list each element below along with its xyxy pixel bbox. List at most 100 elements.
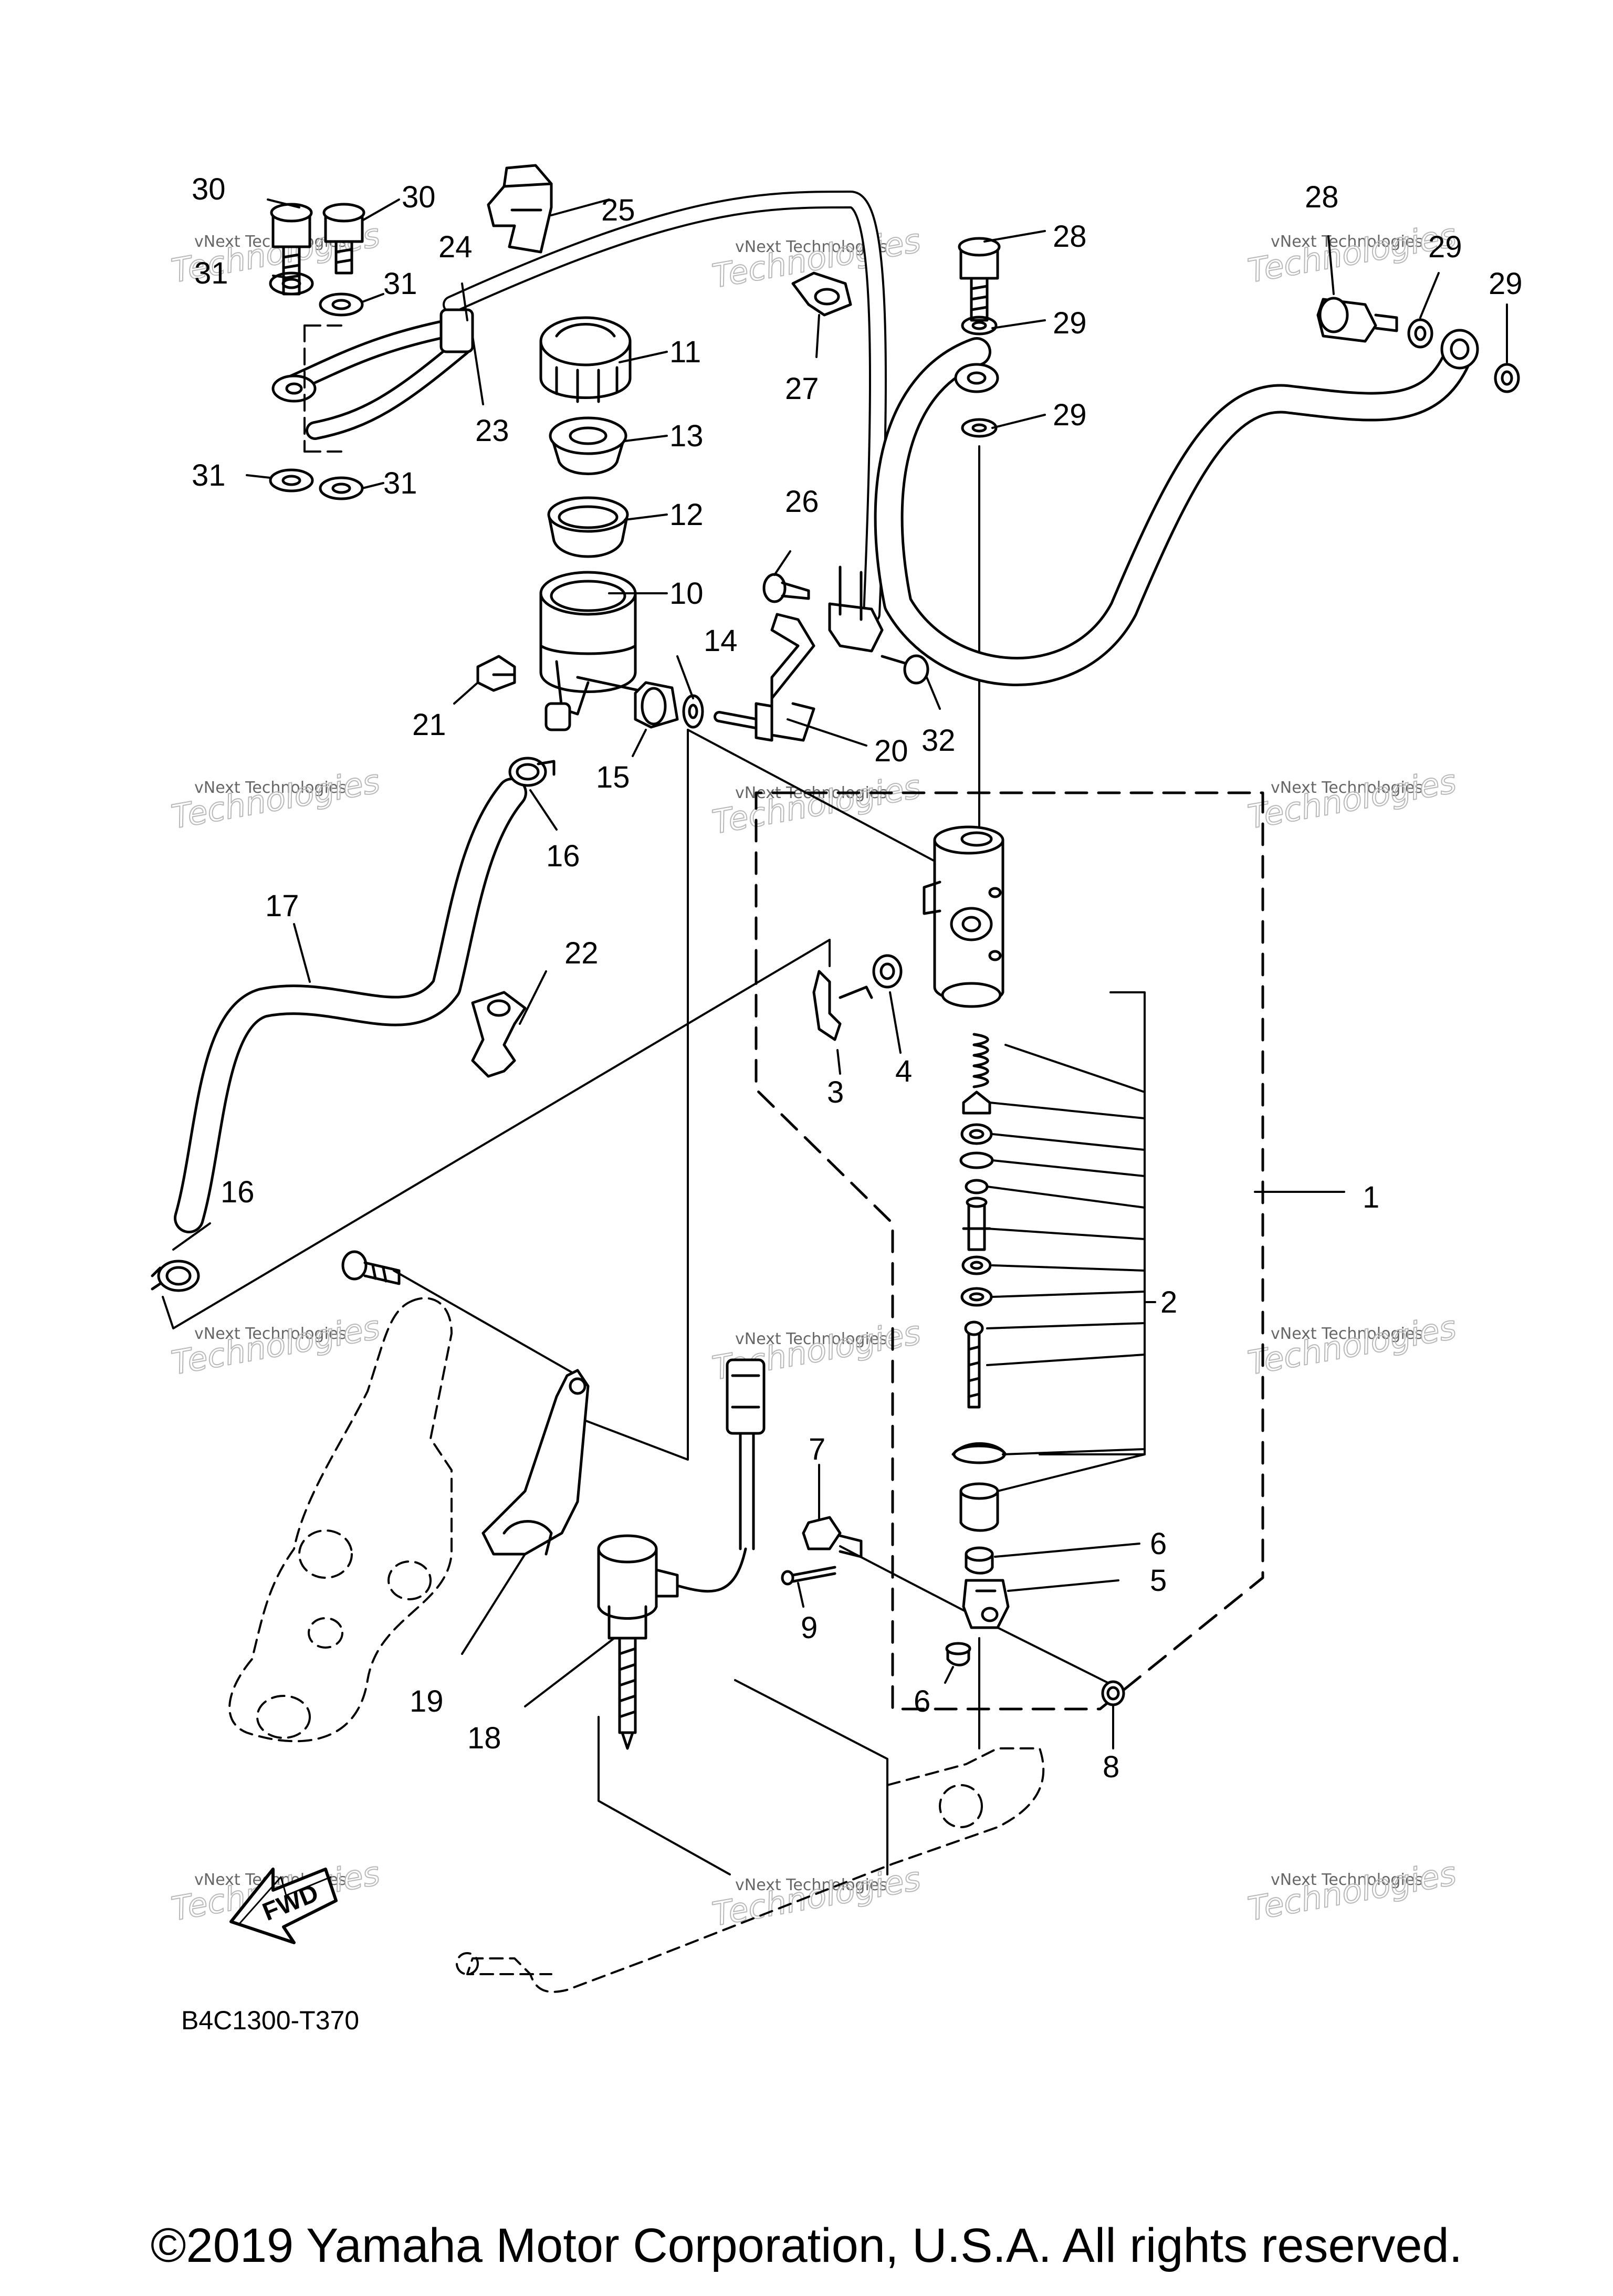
assembly-lines xyxy=(162,445,1146,1875)
washer-31 xyxy=(319,292,364,317)
part-label-26: 26 xyxy=(785,485,819,519)
part-label-29: 29 xyxy=(1428,230,1462,264)
part-label-5: 5 xyxy=(1150,1564,1167,1598)
bolt-30-left xyxy=(270,203,313,296)
leader-lines xyxy=(172,198,1508,1749)
part-label-6: 6 xyxy=(914,1684,930,1718)
assembly-outline-dashed xyxy=(755,791,1264,1711)
watermark-text: vNext Technologies xyxy=(735,1876,887,1894)
part-label-14: 14 xyxy=(704,624,738,658)
part-label-31: 31 xyxy=(192,458,226,492)
watermark-text: Technologies xyxy=(1245,762,1459,836)
diagram-code: B4C1300-T370 xyxy=(181,2006,359,2035)
hose-clamp-16-top xyxy=(508,757,556,787)
watermark-text: vNext Technologies xyxy=(1271,779,1423,797)
part-label-28: 28 xyxy=(1305,180,1339,214)
part-label-1: 1 xyxy=(1363,1180,1379,1214)
watermark-text: vNext Technologies xyxy=(1271,1871,1423,1889)
part-label-27: 27 xyxy=(785,372,819,406)
watermark-text: vNext Technologies xyxy=(194,1325,347,1343)
washer-29 xyxy=(961,316,998,336)
washer-31 xyxy=(269,468,314,492)
part-label-30: 30 xyxy=(402,180,436,214)
bolt-28-center xyxy=(958,237,1001,322)
part-label-9: 9 xyxy=(801,1611,818,1645)
watermark-text: vNext Technologies xyxy=(194,779,347,797)
nut-6-upper xyxy=(965,1546,994,1575)
washer-29 xyxy=(961,418,998,438)
fwd-arrow-icon: FWD xyxy=(229,1868,338,1944)
watermark-text: vNext Technologies xyxy=(1271,233,1423,251)
part-label-8: 8 xyxy=(1103,1750,1119,1784)
brake-hose-right xyxy=(874,337,1474,686)
nut-21 xyxy=(476,655,516,692)
part-label-3: 3 xyxy=(827,1075,844,1109)
brake-hose-long xyxy=(443,191,887,623)
part-label-24: 24 xyxy=(438,230,473,264)
watermark-text: Technologies xyxy=(1245,1854,1459,1928)
washer-29 xyxy=(1494,363,1520,393)
part-label-22: 22 xyxy=(564,936,599,970)
watermark-text: Technologies xyxy=(1245,1308,1459,1382)
part-label-32: 32 xyxy=(921,724,956,758)
washer-29 xyxy=(1407,318,1433,349)
part-label-2: 2 xyxy=(1160,1285,1177,1319)
part-label-29: 29 xyxy=(1053,398,1087,432)
part-label-15: 15 xyxy=(596,760,630,794)
bolt-7 xyxy=(802,1516,863,1558)
part-label-18: 18 xyxy=(467,1721,501,1755)
part-label-23: 23 xyxy=(475,414,509,448)
part-label-7: 7 xyxy=(809,1432,825,1466)
watermark-text: vNext Technologies xyxy=(194,233,347,251)
diaphragm-plate-13 xyxy=(549,416,627,475)
brake-pedal-reference xyxy=(456,1747,1045,1993)
part-label-6: 6 xyxy=(1150,1527,1167,1561)
part-label-20: 20 xyxy=(874,734,908,768)
part-label-4: 4 xyxy=(895,1054,912,1088)
bracket-19 xyxy=(481,1369,590,1556)
watermark-text: Technologies xyxy=(169,762,383,836)
part-label-28: 28 xyxy=(1053,219,1087,254)
diaphragm-12 xyxy=(547,496,629,558)
part-label-10: 10 xyxy=(669,576,704,611)
part-label-13: 13 xyxy=(669,419,704,453)
washer-14 xyxy=(682,694,704,729)
washer-31 xyxy=(319,476,364,500)
grommet-15 xyxy=(634,681,679,729)
hose-clamp-16-bottom xyxy=(151,1260,200,1292)
piston-kit-2 xyxy=(951,1033,1007,1532)
clip-27 xyxy=(791,271,852,317)
part-label-11: 11 xyxy=(669,335,701,369)
part-label-12: 12 xyxy=(669,498,704,532)
frame-plate-reference xyxy=(228,1297,453,1743)
part-label-25: 25 xyxy=(601,193,635,227)
part-label-31: 31 xyxy=(383,267,417,301)
master-cylinder-body xyxy=(923,825,1004,1008)
banjo-fitting xyxy=(954,363,999,393)
pin-9 xyxy=(781,1566,836,1586)
hose-clamp-22 xyxy=(471,991,527,1078)
copyright-notice: ©2019 Yamaha Motor Corporation, U.S.A. A… xyxy=(150,2219,1463,2272)
reservoir-tank-10 xyxy=(539,571,653,731)
frame-bolt xyxy=(341,1250,401,1285)
part-labels: 1 2 3 4 5 6 6 7 8 9 10 11 12 13 14 15 16… xyxy=(192,172,1523,1784)
part-label-30: 30 xyxy=(192,172,226,206)
hose-joint-bracket xyxy=(828,565,884,653)
part-label-17: 17 xyxy=(265,889,299,923)
part-label-31: 31 xyxy=(194,256,228,290)
part-label-21: 21 xyxy=(412,708,446,742)
part-label-16: 16 xyxy=(221,1175,255,1209)
hose-fitting-cluster xyxy=(271,308,474,453)
reservoir-cap-11 xyxy=(539,316,632,403)
watermark-text: vNext Technologies xyxy=(1271,1325,1423,1343)
bolt-with-bracket-20 xyxy=(714,613,815,742)
bolt-30-right xyxy=(322,203,365,275)
watermark-text: Technologies xyxy=(169,1308,383,1382)
clevis-5 xyxy=(962,1579,1010,1629)
part-label-29: 29 xyxy=(1053,306,1087,340)
watermark-text: vNext Technologies xyxy=(735,1330,887,1348)
hose-joint-3 xyxy=(812,970,873,1041)
bolt-32 xyxy=(881,654,929,685)
